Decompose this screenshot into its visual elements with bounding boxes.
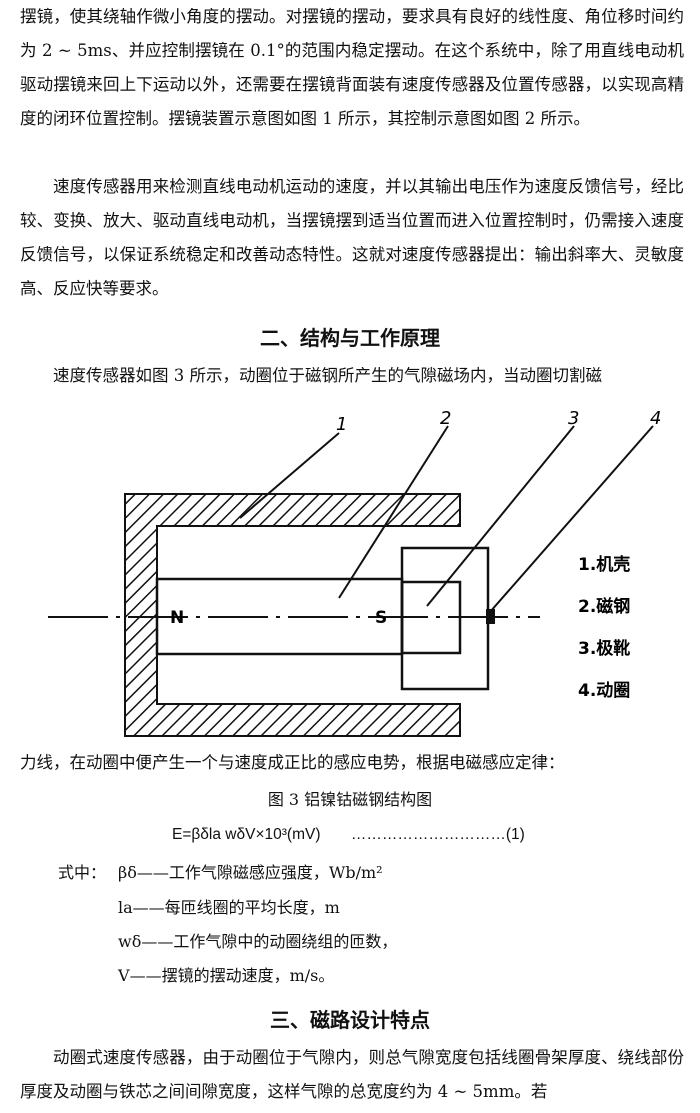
definition-symbol: wδ <box>118 932 142 951</box>
section-2-heading: 二、结构与工作原理 <box>260 326 440 350</box>
equation-1: E=βδlа wδV×10³(mV) …………………………(1) <box>172 826 525 844</box>
definition-text: ——摆镜的摆动速度，m/s。 <box>129 966 335 985</box>
legend-housing: 1.机壳 <box>578 554 630 575</box>
callout-line-2 <box>338 425 449 599</box>
definition-la: lа——每匝线圈的平均长度，m <box>118 894 340 918</box>
definition-symbol: lа <box>118 898 133 917</box>
housing-shell <box>124 493 461 737</box>
definition-text: ——每匝线圈的平均长度，m <box>132 898 340 917</box>
definition-text: ——工作气隙中的动圈绕组的匝数， <box>141 932 398 951</box>
moving-coil <box>400 546 490 691</box>
definition-w: wδ——工作气隙中的动圈绕组的匝数， <box>118 928 397 952</box>
callout-1: 1 <box>336 414 347 435</box>
callout-line-1 <box>239 432 340 519</box>
callout-2: 2 <box>440 408 451 429</box>
where-label: 式中： <box>58 863 107 882</box>
equation-text: E=βδlа wδV×10³(mV) <box>172 826 321 843</box>
section-3-heading: 三、磁路设计特点 <box>270 1008 430 1032</box>
definition-symbol: V <box>118 966 130 985</box>
intro-paragraph-2: 速度传感器用来检测直线电动机运动的速度，并以其输出电压作为速度反馈信号，经比较、… <box>20 177 684 298</box>
legend-moving-coil: 4.动圈 <box>578 681 630 701</box>
section-2-paragraph-2: 力线，在动圈中便产生一个与速度成正比的感应电势，根据电磁感应定律： <box>20 753 565 772</box>
definition-v: V——摆镜的摆动速度，m/s。 <box>118 962 334 986</box>
definition-beta: βδ——工作气隙磁感应强度，Wb/m² <box>118 859 383 883</box>
coil-terminal <box>486 609 495 624</box>
section-3-paragraph-1: 动圈式速度传感器，由于动圈位于气隙内，则总气隙宽度包括线圈骨架厚度、绕线部份厚度… <box>20 1048 684 1101</box>
callout-line-4 <box>489 425 654 613</box>
definition-text: ——工作气隙磁感应强度，Wb/m² <box>136 863 383 882</box>
legend-magnet: 2.磁钢 <box>578 596 630 617</box>
pole-n-label: N <box>170 608 184 628</box>
figure-3-caption: 图 3 铝镍钴磁钢结构图 <box>267 790 433 809</box>
intro-paragraph-1: 摆镜，使其绕轴作微小角度的摆动。对摆镜的摆动，要求具有良好的线性度、角位移时间约… <box>20 7 684 128</box>
legend-pole-shoe: 3.极靴 <box>578 638 630 659</box>
figure-3-magnet-structure: 1 2 3 4 N S 1.机壳 2.磁钢 3.极靴 4.动圈 <box>48 408 661 737</box>
callout-line-3 <box>426 425 575 607</box>
pole-s-label: S <box>375 608 387 628</box>
definition-symbol: βδ <box>118 863 137 882</box>
section-2-paragraph-1: 速度传感器如图 3 所示，动圈位于磁钢所产生的气隙磁场内，当动圈切割磁 <box>53 366 602 385</box>
callout-4: 4 <box>650 408 661 429</box>
equation-number: …………………………(1) <box>350 826 525 843</box>
callout-3: 3 <box>568 408 579 429</box>
